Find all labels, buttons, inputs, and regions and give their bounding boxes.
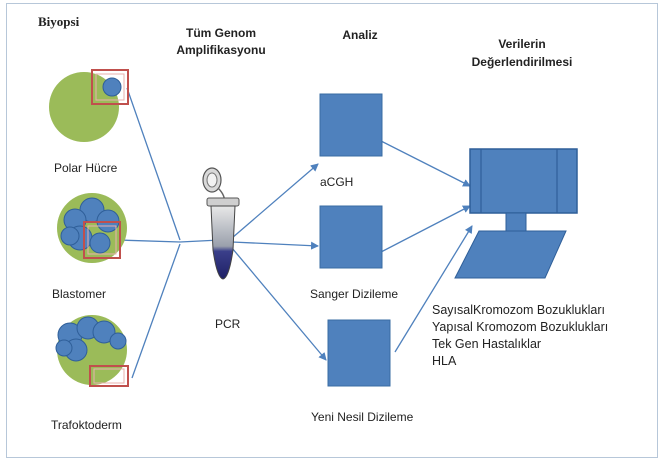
label-ngs: Yeni Nesil Dizileme xyxy=(311,410,414,424)
heading-analysis: Analiz xyxy=(342,28,378,42)
arrow-acgh-computer xyxy=(380,140,471,187)
heading-wga-line2: Amplifikasyonu xyxy=(176,43,266,57)
line-polar-to-hub xyxy=(126,87,181,241)
biopsy-connector-lines xyxy=(117,87,221,379)
diagram-frame xyxy=(6,3,658,458)
line-trofectoderm-to-hub xyxy=(131,243,181,379)
label-trofectoderm: Trafoktoderm xyxy=(51,418,122,432)
label-polar-cell: Polar Hücre xyxy=(54,161,118,175)
ngs-box xyxy=(327,319,391,387)
result-item: Tek Gen Hastalıklar xyxy=(432,337,542,351)
heading-wga-line1: Tüm Genom xyxy=(185,26,256,40)
results-list: SayısalKromozom Bozuklukları Yapısal Kro… xyxy=(432,302,608,370)
heading-eval-line1: Verilerin xyxy=(498,37,546,51)
label-acgh: aCGH xyxy=(320,175,354,189)
heading-biopsy: Biyopsi xyxy=(38,14,80,29)
trofectoderm-icon xyxy=(55,315,129,387)
acgh-box xyxy=(319,93,383,157)
pcr-tube-icon xyxy=(202,167,240,280)
arrow-sanger-computer xyxy=(380,205,471,253)
result-item: SayısalKromozom Bozuklukları xyxy=(432,303,605,317)
arrow-ngs-computer xyxy=(394,225,473,353)
arrow-pcr-ngs xyxy=(231,247,327,361)
heading-eval-line2: Değerlendirilmesi xyxy=(471,55,573,69)
pcr-analysis-arrows xyxy=(231,140,473,361)
result-item: Yapısal Kromozom Bozuklukları xyxy=(432,320,609,334)
arrow-pcr-acgh xyxy=(231,163,319,239)
label-pcr: PCR xyxy=(215,317,241,331)
arrow-pcr-sanger xyxy=(231,241,319,250)
line-blastomer-to-hub xyxy=(117,239,181,243)
polar-cell-icon xyxy=(49,69,129,142)
label-sanger: Sanger Dizileme xyxy=(310,287,399,301)
label-blastomer: Blastomer xyxy=(52,287,107,301)
blastomer-icon xyxy=(57,193,127,263)
result-item: HLA xyxy=(432,354,457,368)
sanger-box xyxy=(319,205,383,269)
computer-icon xyxy=(454,148,578,279)
